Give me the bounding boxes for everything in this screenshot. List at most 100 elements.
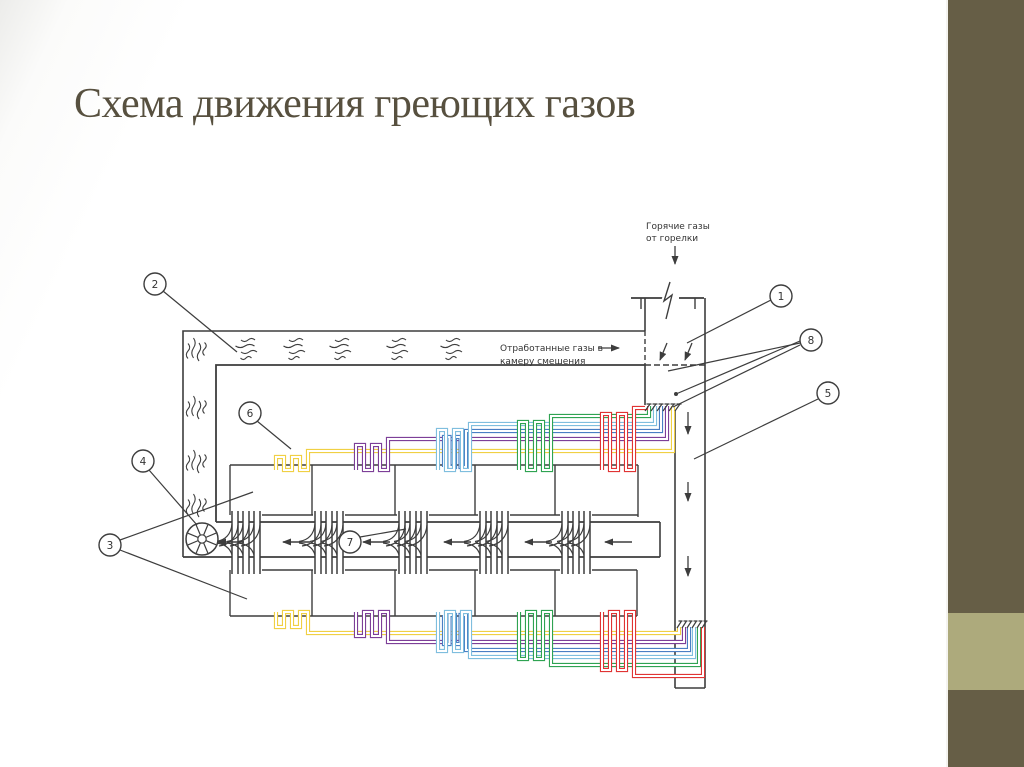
tube-deflector [567,523,585,543]
tube-deflector [404,542,422,556]
fan-spoke [195,542,201,554]
insulation-squiggle [196,498,202,518]
page-title: Схема движения греющих газов [74,81,636,127]
label-hot-gases: от горелки [646,234,698,244]
tube-deflector [463,542,481,556]
callout-number: 2 [152,279,159,291]
insulation-squiggle [386,343,406,349]
tube-deflector [226,542,244,556]
callout-circle [131,449,155,473]
insulation-squiggle [202,400,207,414]
tube-deflector [309,542,327,556]
tube-deflector [488,524,509,547]
label-hot-gases: Горячие газы [646,222,710,232]
pipe-light_blue-bottom-core [437,611,695,658]
callout-2: 2 [143,272,167,296]
tube-deflector [226,523,244,543]
tube-deflector [382,523,400,543]
tube-deflector [323,524,344,547]
callout-leader-line [256,420,292,450]
insulation-squiggle [334,349,352,355]
insulation-squiggle [334,355,346,361]
tube-deflector [301,524,322,547]
insulation-squiggle [283,343,303,349]
flow-marks [185,337,708,629]
tube-deflector [474,523,492,543]
callout-circle [238,401,262,425]
callout-leader-dot [674,392,678,396]
tube-deflector [320,542,338,556]
insulation-squiggle [391,337,407,343]
tube-deflector [320,523,338,543]
callout-8: 8 [799,328,823,352]
tube-deflector [382,542,400,556]
label-exhaust: камеру смешения [500,357,585,367]
grate-tick [662,403,670,412]
pipe-blue-bottom-core [443,614,690,651]
fan-spoke [205,532,217,538]
label-exhaust: Отработанные газы в [500,344,603,354]
grate-tick [681,620,688,629]
insulation-squiggle [185,343,191,359]
grate-tick [668,403,676,412]
tube-deflector [298,542,316,556]
tube-deflector [393,542,411,556]
insulation-squiggle [196,400,202,420]
callout-leader-line [672,344,801,408]
callout-number: 8 [808,335,815,347]
fan-spoke [203,524,209,536]
tube-deflector [559,524,580,547]
grate-tick [644,403,652,412]
callout-leader-line [675,340,801,395]
insulation-squiggle [196,454,202,474]
tube-deflector [556,542,574,556]
insulation-squiggle [288,337,304,343]
pipe-light_blue-top-core [437,406,656,471]
exhaust-slant-arrow [684,342,693,361]
callout-number: 7 [347,537,354,549]
insulation-squiggle [329,343,349,349]
callout-number: 3 [107,540,114,552]
tube-deflector [545,523,563,543]
tube-deflector [466,524,487,547]
callout-leader-line [119,491,254,541]
break-symbol [662,281,674,320]
tube-deflector [404,523,422,543]
insulation-squiggle [191,449,196,471]
callout-6: 6 [238,401,262,425]
callout-number: 5 [825,388,832,400]
callout-leader-line [148,469,198,526]
callout-3: 3 [98,533,122,557]
labels: Горячие газы от горелки Отработанные газ… [500,222,710,367]
grate-tick [696,620,703,629]
tube-deflector [474,542,492,556]
tube-deflector [567,542,585,556]
accent-stripe-light-block [948,613,1024,690]
insulation-squiggle [240,337,256,343]
grate-tick [650,403,658,412]
callout-leader-line [119,549,248,600]
fan-spoke [187,540,199,546]
fan-hub [197,534,207,544]
insulation-squiggle [191,337,196,359]
fan-spoke [187,532,199,538]
insulation-squiggle [191,395,196,417]
callout-4: 4 [131,449,155,473]
callout-circle [816,381,840,405]
insulation-squiggle [445,337,461,343]
callout-number: 6 [247,408,254,420]
tube-deflector [237,542,255,556]
insulation-squiggle [288,349,306,355]
exhaust-slant-arrow [659,342,668,361]
tube-deflector [485,542,503,556]
callout-circle [338,530,362,554]
pipe-purple-top-core [355,406,668,471]
furnace-casing-line [182,330,645,557]
insulation-squiggle [445,355,457,361]
tube-deflector [548,524,569,547]
callout-leader-line [667,342,801,372]
insulation-squiggle [202,342,207,356]
insulation-squiggle [202,454,207,468]
grate-tick [676,620,683,629]
